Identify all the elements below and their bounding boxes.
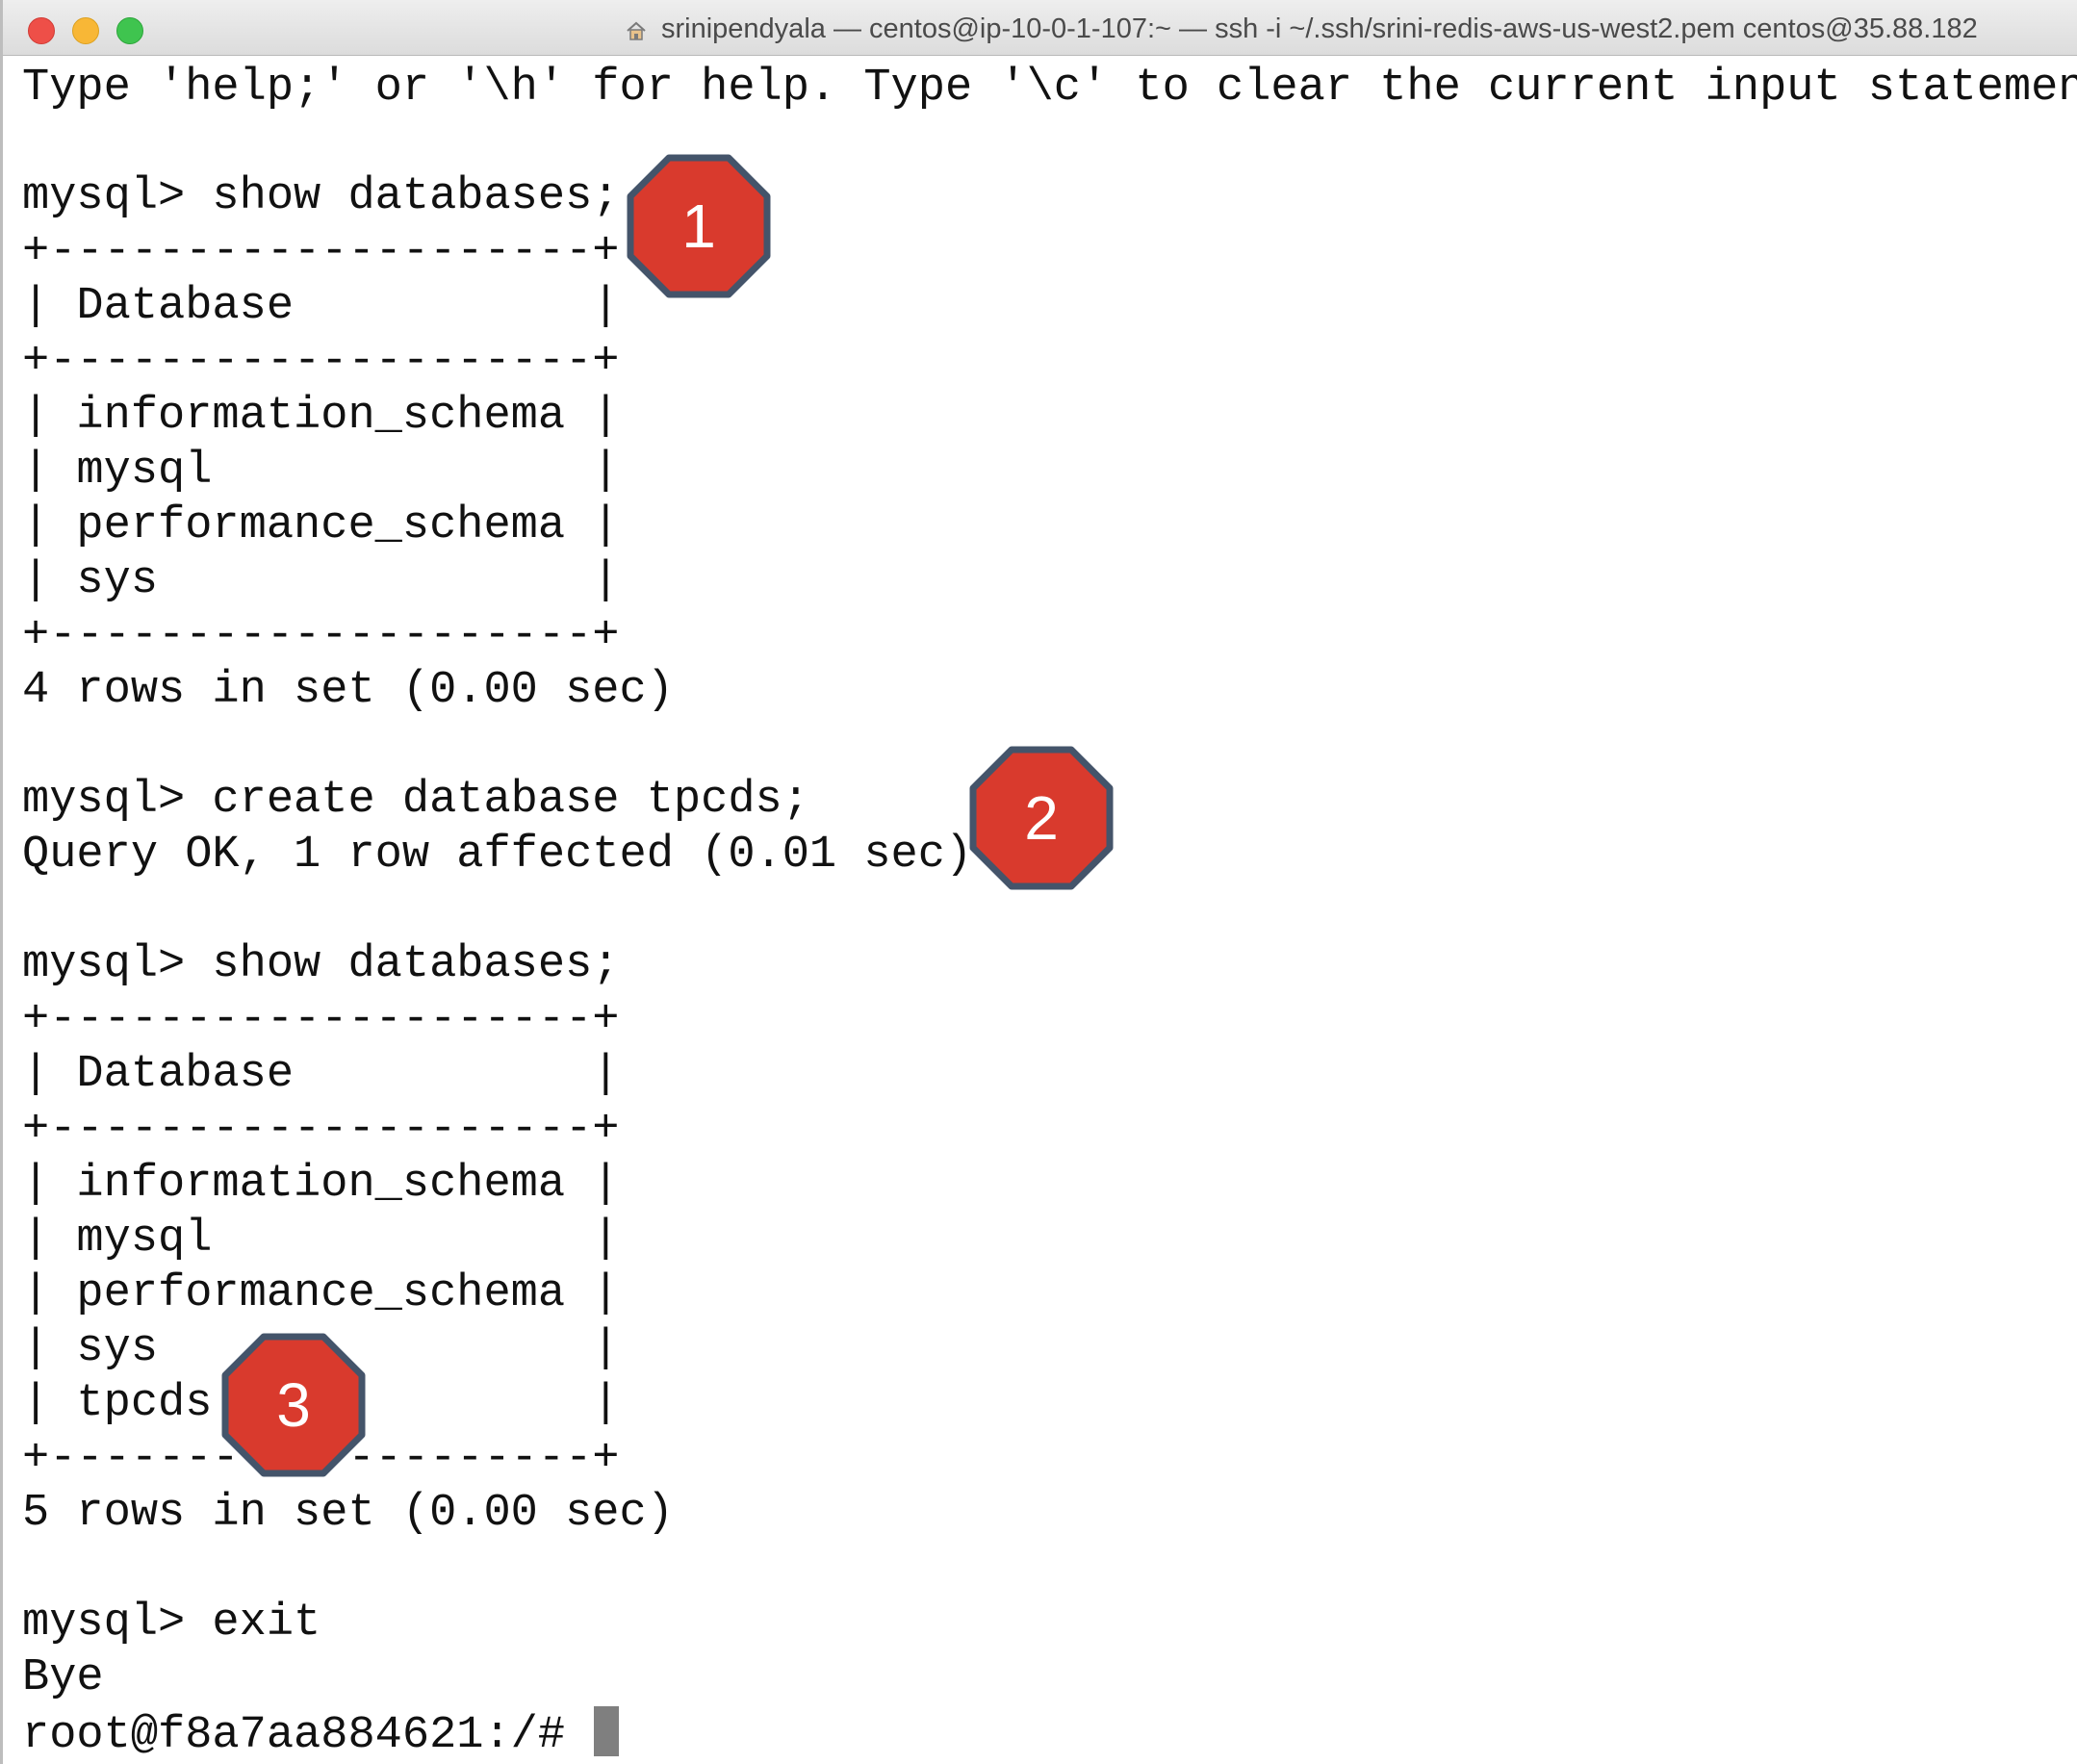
title-bar[interactable]: srinipendyala — centos@ip-10-0-1-107:~ —… xyxy=(3,0,2077,56)
annotation-number: 3 xyxy=(276,1370,311,1440)
table-border: +--------------------+ xyxy=(22,610,620,661)
annotation-badge-3: 3 xyxy=(221,1333,366,1477)
table-row: | information_schema | xyxy=(22,1159,620,1210)
terminal-line: Bye xyxy=(22,1652,104,1703)
terminal-line: Type 'help;' or '\h' for help. Type '\c'… xyxy=(22,63,2077,114)
prompt-line: mysql> create database tpcds; xyxy=(22,775,809,826)
annotation-badge-2: 2 xyxy=(969,746,1114,890)
zoom-button[interactable] xyxy=(116,17,143,44)
shell-prompt-line[interactable]: root@f8a7aa884621:/# xyxy=(22,1706,620,1761)
table-row: | sys | xyxy=(22,1323,620,1374)
table-row: | performance_schema | xyxy=(22,1268,620,1319)
prompt-line: mysql> exit xyxy=(22,1598,321,1649)
result-summary: 4 rows in set (0.00 sec) xyxy=(22,665,674,716)
table-border: +--------------------+ xyxy=(22,1104,620,1155)
minimize-button[interactable] xyxy=(72,17,99,44)
octagon-badge-icon xyxy=(627,154,771,298)
table-border: +--------------------+ xyxy=(22,994,620,1045)
table-border: +--------------------+ xyxy=(22,336,620,387)
table-header: | Database | xyxy=(22,281,620,332)
annotation-number: 2 xyxy=(1024,783,1059,853)
shell-prompt: root@f8a7aa884621:/# xyxy=(22,1710,593,1761)
close-button[interactable] xyxy=(28,17,55,44)
window-title: srinipendyala — centos@ip-10-0-1-107:~ —… xyxy=(661,13,1978,44)
table-row: | tpcds | xyxy=(22,1378,620,1429)
result-summary: Query OK, 1 row affected (0.01 sec) xyxy=(22,830,973,881)
table-row: | mysql | xyxy=(22,446,620,497)
table-row: | mysql | xyxy=(22,1214,620,1265)
table-border: +--------------------+ xyxy=(22,226,620,277)
octagon-badge-icon xyxy=(969,746,1114,890)
home-icon xyxy=(625,19,648,42)
annotation-badge-1: 1 xyxy=(627,154,771,298)
annotation-number: 1 xyxy=(681,192,716,261)
text-cursor xyxy=(594,1706,620,1756)
prompt-line: mysql> show databases; xyxy=(22,939,620,990)
table-row: | information_schema | xyxy=(22,391,620,442)
prompt-line: mysql> show databases; xyxy=(22,171,620,222)
table-row: | performance_schema | xyxy=(22,500,620,551)
result-summary: 5 rows in set (0.00 sec) xyxy=(22,1488,674,1539)
table-header: | Database | xyxy=(22,1049,620,1100)
terminal-output[interactable]: Type 'help;' or '\h' for help. Type '\c'… xyxy=(3,56,2077,1764)
table-row: | sys | xyxy=(22,555,620,606)
octagon-badge-icon xyxy=(221,1333,366,1477)
